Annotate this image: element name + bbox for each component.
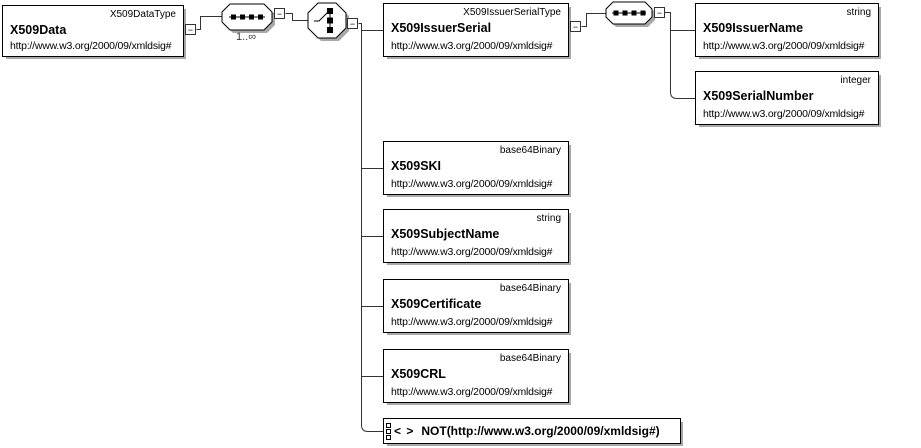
element-namespace: http://www.w3.org/2000/09/xmldsig# — [391, 40, 553, 52]
collapse-toggle-x509data[interactable]: − — [185, 24, 196, 35]
element-namespace: http://www.w3.org/2000/09/xmldsig# — [10, 40, 172, 52]
element-type: base64Binary — [499, 353, 561, 364]
element-type: X509IssuerSerialType — [463, 7, 561, 18]
element-x509data[interactable]: X509DataType X509Data http://www.w3.org/… — [2, 5, 184, 57]
element-type: string — [536, 213, 561, 224]
element-name: X509SubjectName — [391, 227, 500, 241]
element-type: integer — [840, 75, 871, 86]
element-name: X509SerialNumber — [703, 89, 814, 103]
element-namespace: http://www.w3.org/2000/09/xmldsig# — [391, 386, 553, 398]
element-x509subjectname[interactable]: string X509SubjectName http://www.w3.org… — [383, 209, 569, 263]
collapse-toggle-sequence2[interactable]: − — [654, 7, 665, 18]
element-type: base64Binary — [499, 145, 561, 156]
wildcard-namespace-constraint: NOT(http://www.w3.org/2000/09/xmldsig#) — [421, 424, 660, 438]
element-type: string — [846, 7, 871, 18]
minus-icon: − — [187, 24, 194, 35]
element-namespace: http://www.w3.org/2000/09/xmldsig# — [703, 108, 865, 120]
collapse-toggle-x509issuerserial[interactable]: − — [570, 21, 581, 32]
collapse-toggle-choice[interactable]: − — [347, 18, 358, 29]
element-namespace: http://www.w3.org/2000/09/xmldsig# — [703, 40, 865, 52]
minus-icon: − — [572, 21, 579, 32]
sequence-icon[interactable] — [221, 3, 275, 33]
element-x509serialnumber[interactable]: integer X509SerialNumber http://www.w3.o… — [695, 71, 879, 125]
element-name: X509SKI — [391, 159, 442, 173]
choice-icon[interactable] — [307, 2, 349, 41]
cardinality-label: 1..∞ — [236, 31, 257, 43]
minus-icon: − — [276, 8, 283, 19]
element-namespace: http://www.w3.org/2000/09/xmldsig# — [391, 178, 553, 190]
element-type: X509DataType — [109, 9, 176, 20]
element-x509issuerserial[interactable]: X509IssuerSerialType X509IssuerSerial ht… — [383, 3, 569, 57]
minus-icon: − — [656, 7, 663, 18]
element-name: X509IssuerName — [703, 21, 804, 35]
element-x509certificate[interactable]: base64Binary X509Certificate http://www.… — [383, 279, 569, 333]
connector-paths — [196, 12, 695, 432]
element-x509crl[interactable]: base64Binary X509CRL http://www.w3.org/2… — [383, 349, 569, 403]
collapse-toggle-sequence[interactable]: − — [274, 8, 285, 19]
any-element-wildcard[interactable]: < > NOT(http://www.w3.org/2000/09/xmldsi… — [383, 418, 681, 444]
element-x509ski[interactable]: base64Binary X509SKI http://www.w3.org/2… — [383, 141, 569, 195]
element-name: X509IssuerSerial — [391, 21, 492, 35]
angle-brackets-icon: < > — [394, 424, 415, 438]
element-name: X509Certificate — [391, 297, 482, 311]
element-namespace: http://www.w3.org/2000/09/xmldsig# — [391, 316, 553, 328]
element-x509issuername[interactable]: string X509IssuerName http://www.w3.org/… — [695, 3, 879, 57]
element-namespace: http://www.w3.org/2000/09/xmldsig# — [391, 246, 553, 258]
element-type: base64Binary — [499, 283, 561, 294]
any-element-icon — [386, 422, 391, 440]
element-name: X509Data — [10, 23, 67, 37]
sequence-icon[interactable] — [605, 1, 655, 27]
element-name: X509CRL — [391, 367, 446, 381]
minus-icon: − — [349, 18, 356, 29]
